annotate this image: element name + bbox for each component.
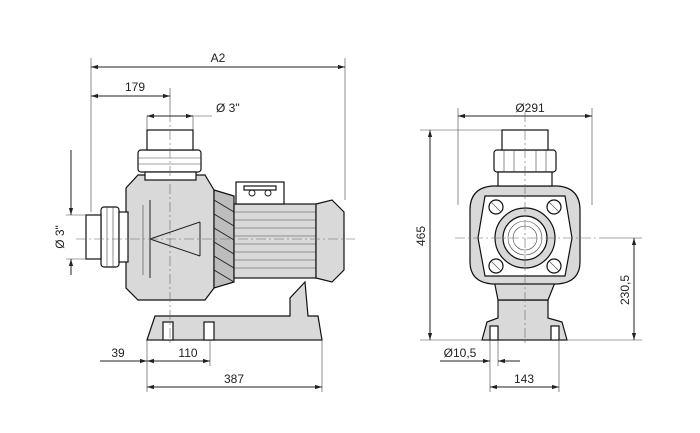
terminal-box [235,181,285,205]
front-view [455,112,600,345]
dim-pipe-top: Ø 3" [216,101,240,115]
motor-body [233,203,317,279]
motor-end-cap [315,199,345,283]
dim-465: 465 [414,226,428,246]
front-dimensions: Ø291 465 230,5 Ø10,5 143 [414,101,642,392]
dim-10-5: Ø10,5 [444,346,477,360]
dim-a2: A2 [211,51,226,65]
dim-39: 39 [111,346,125,360]
dim-pipe-side: Ø 3" [53,225,67,249]
dim-230-5: 230,5 [618,275,632,305]
dim-291: Ø291 [515,101,545,115]
side-inlet-union [100,206,120,268]
dim-179: 179 [125,80,145,94]
side-base-slot [162,321,174,341]
dim-110: 110 [178,346,197,360]
side-base-slot-2 [203,321,215,341]
side-outlet-union [137,149,202,173]
side-base [146,280,323,341]
side-dimensions: A2 179 Ø 3" Ø 3" 39 110 387 [53,51,346,392]
dim-387: 387 [224,372,244,386]
side-view [76,112,355,345]
dim-143: 143 [514,372,534,386]
